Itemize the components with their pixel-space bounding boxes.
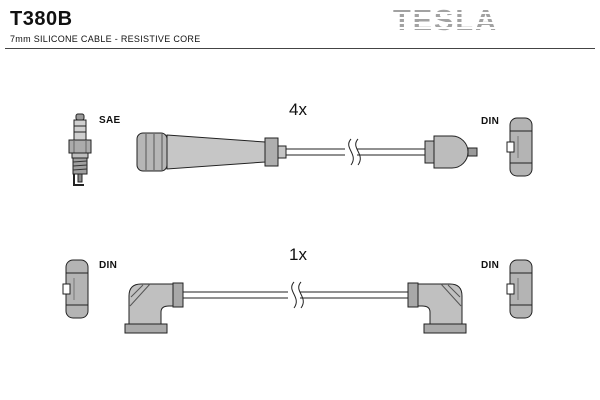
din-label-bottom-right: DIN — [481, 260, 500, 271]
din-terminal-icon — [506, 259, 533, 319]
quantity-label-top: 4x — [289, 100, 307, 119]
part-number: T380B — [10, 8, 73, 30]
din-label-top-right: DIN — [481, 116, 500, 127]
din-terminal-icon — [506, 117, 533, 177]
tesla-logo: TESLA — [393, 4, 499, 38]
part-description: 7mm SILICONE CABLE - RESISTIVE CORE — [10, 34, 201, 44]
quantity-label-bottom: 1x — [289, 245, 307, 264]
din-terminal-icon — [62, 259, 89, 319]
header-divider — [5, 48, 595, 49]
straight-cable-illustration — [136, 132, 478, 172]
sae-label: SAE — [99, 115, 121, 126]
din-label-bottom-left: DIN — [99, 260, 118, 271]
spark-plug-icon — [68, 113, 92, 186]
angled-cable-illustration — [124, 281, 467, 334]
